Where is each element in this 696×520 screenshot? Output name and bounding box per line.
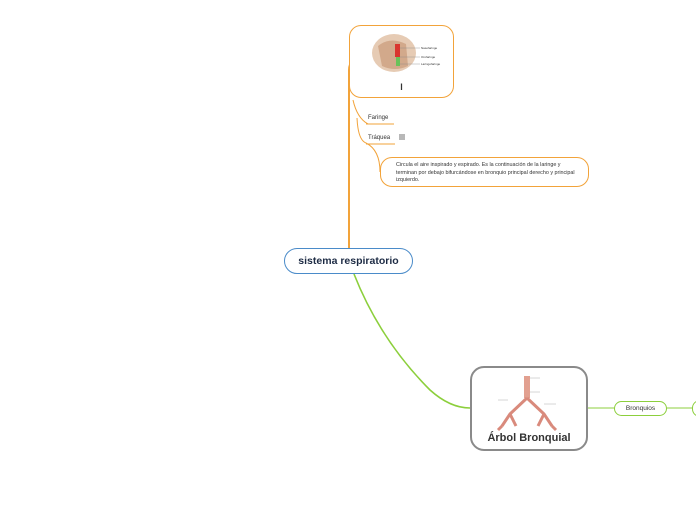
central-topic[interactable]: sistema respiratorio bbox=[284, 248, 413, 274]
pharynx-green bbox=[396, 57, 400, 66]
node-bronquios[interactable]: Bronquios bbox=[614, 401, 667, 416]
bronchial-tree-node[interactable]: Árbol Bronquial bbox=[470, 366, 588, 451]
image-label-nasofaringe: Nasofaringe bbox=[421, 46, 437, 50]
offscreen-node[interactable] bbox=[692, 400, 696, 417]
green-main-link bbox=[354, 274, 470, 408]
note-lines-icon[interactable] bbox=[399, 134, 405, 140]
pharynx-image-node[interactable]: Nasofaringe Orofaringe Laringofaringe l bbox=[349, 25, 454, 98]
central-topic-label: sistema respiratorio bbox=[298, 255, 398, 267]
image-label-orofaringe: Orofaringe bbox=[421, 55, 435, 59]
bronchial-tree-image bbox=[472, 370, 590, 432]
pharynx-anatomy-image bbox=[350, 26, 455, 86]
trachea-shape bbox=[524, 376, 530, 398]
bronchial-tree-title: Árbol Bronquial bbox=[472, 432, 586, 444]
image-label-laringofaringe: Laringofaringe bbox=[421, 62, 440, 66]
traquea-note[interactable]: Circula el aire inspirado y espirado. Es… bbox=[380, 157, 589, 187]
traquea-note-text: Circula el aire inspirado y espirado. Es… bbox=[396, 162, 575, 183]
pharynx-node-title: l bbox=[350, 82, 453, 92]
leaf-faringe[interactable]: Faringe bbox=[368, 115, 388, 121]
head-inner bbox=[378, 40, 408, 69]
pharynx-red bbox=[395, 44, 400, 57]
node-bronquios-label: Bronquios bbox=[626, 405, 655, 412]
leaf-traquea[interactable]: Tráquea bbox=[368, 135, 390, 141]
bronchi-shape bbox=[498, 398, 556, 430]
